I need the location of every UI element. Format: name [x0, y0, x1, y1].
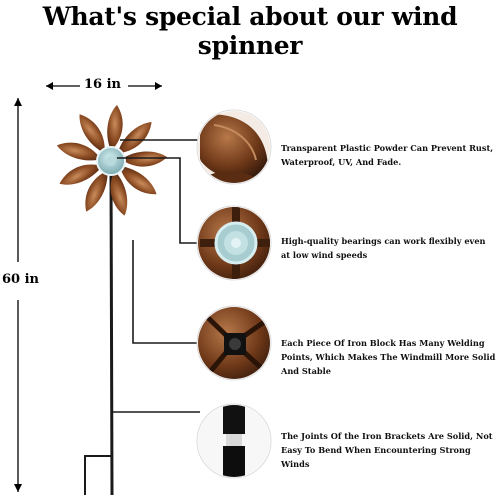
detail-joint-closeup-icon	[196, 403, 272, 479]
width-label: 16 in	[84, 77, 122, 92]
feature-bearing-text: High-quality bearings can work flexibly …	[281, 236, 486, 260]
detail-welding-closeup-icon	[196, 305, 272, 381]
feature-joint-text: The Joints Of the Iron Brackets Are Soli…	[281, 431, 493, 469]
detail-petal-closeup-icon	[196, 109, 272, 185]
flower-spinner-head	[56, 105, 168, 216]
feature-rust-proof-text: Transparent Plastic Powder Can Prevent R…	[281, 143, 494, 167]
width-dimension-arrow	[46, 82, 162, 90]
detail-bearing-closeup-icon	[196, 205, 272, 281]
page-title: What's special about our wind spinner	[42, 2, 458, 60]
feature-welding-text: Each Piece Of Iron Block Has Many Weldin…	[281, 338, 496, 376]
callout-lines	[112, 139, 200, 413]
height-label: 60 in	[2, 272, 40, 287]
spinner-stake	[84, 169, 114, 496]
height-dimension-arrow	[14, 98, 22, 492]
